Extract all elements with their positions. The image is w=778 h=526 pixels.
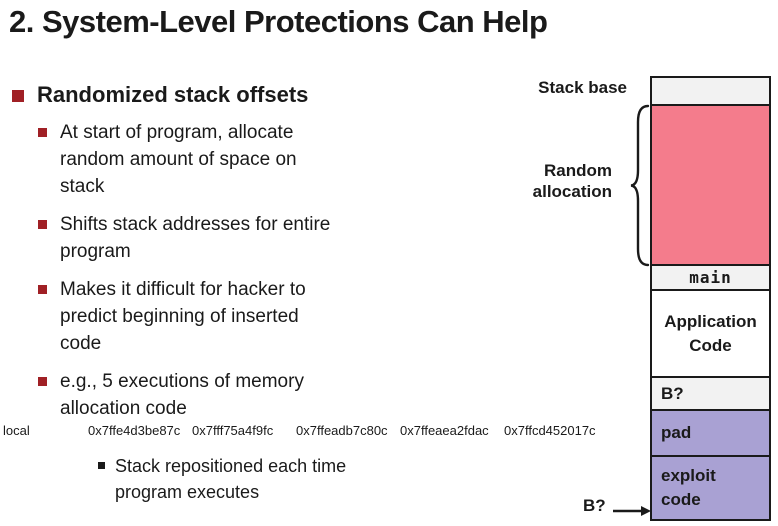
memory-address: 0x7ffe4d3be87c xyxy=(88,423,181,438)
page-title: 2. System-Level Protections Can Help xyxy=(9,4,548,39)
stack-box-pad: pad xyxy=(650,409,771,457)
bullet-list: Randomized stack offsets At start of pro… xyxy=(12,82,482,422)
memory-trace-label: local xyxy=(3,423,30,438)
bullet-text: At start of program, allocate random amo… xyxy=(60,122,297,197)
bullet-text: Stack repositioned each time program exe… xyxy=(115,456,347,502)
memory-address: 0x7ffeaea2fdac xyxy=(400,423,489,438)
stack-box-b: B? xyxy=(650,376,771,411)
stack-box-main: main xyxy=(650,264,771,291)
bullet-item-shifts: Shifts stack addresses for entire progra… xyxy=(38,211,482,265)
stack-box-exploit-code: exploit code xyxy=(650,455,771,521)
red-square-bullet-icon xyxy=(38,220,47,229)
stack-diagram: main Application Code B? pad exploit cod… xyxy=(650,76,771,521)
random-allocation-label: Random allocation xyxy=(532,161,612,201)
bullet-randomized-stack-offsets: Randomized stack offsets xyxy=(12,82,482,108)
bullet-item-allocate: At start of program, allocate random amo… xyxy=(38,119,482,200)
brace-icon xyxy=(630,104,650,267)
memory-address: 0x7ffcd452017c xyxy=(504,423,596,438)
black-square-bullet-icon xyxy=(98,462,105,469)
stack-base-label: Stack base xyxy=(538,78,627,97)
bullet-text: e.g., 5 executions of memory allocation … xyxy=(60,371,304,419)
red-square-bullet-icon xyxy=(38,377,47,386)
sub-bullet-repositioned: Stack repositioned each time program exe… xyxy=(98,453,346,505)
b-pointer-label: B? xyxy=(583,496,606,515)
memory-address: 0x7ffeadb7c80c xyxy=(296,423,388,438)
bullet-text: Shifts stack addresses for entire progra… xyxy=(60,214,331,262)
red-square-bullet-icon xyxy=(12,90,24,102)
red-square-bullet-icon xyxy=(38,128,47,137)
bullet-text: Makes it difficult for hacker to predict… xyxy=(60,279,306,354)
bullet-item-difficult: Makes it difficult for hacker to predict… xyxy=(38,276,482,357)
memory-trace-row: local 0x7ffe4d3be87c 0x7fff75a4f9fc 0x7f… xyxy=(3,423,608,438)
stack-box-empty xyxy=(650,76,771,106)
stack-box-random-allocation xyxy=(650,104,771,266)
arrow-right-icon xyxy=(613,506,651,516)
memory-address: 0x7fff75a4f9fc xyxy=(192,423,274,438)
bullet-label: Randomized stack offsets xyxy=(37,82,309,107)
stack-box-application-code: Application Code xyxy=(650,289,771,378)
bullet-item-executions: e.g., 5 executions of memory allocation … xyxy=(38,368,482,422)
red-square-bullet-icon xyxy=(38,285,47,294)
